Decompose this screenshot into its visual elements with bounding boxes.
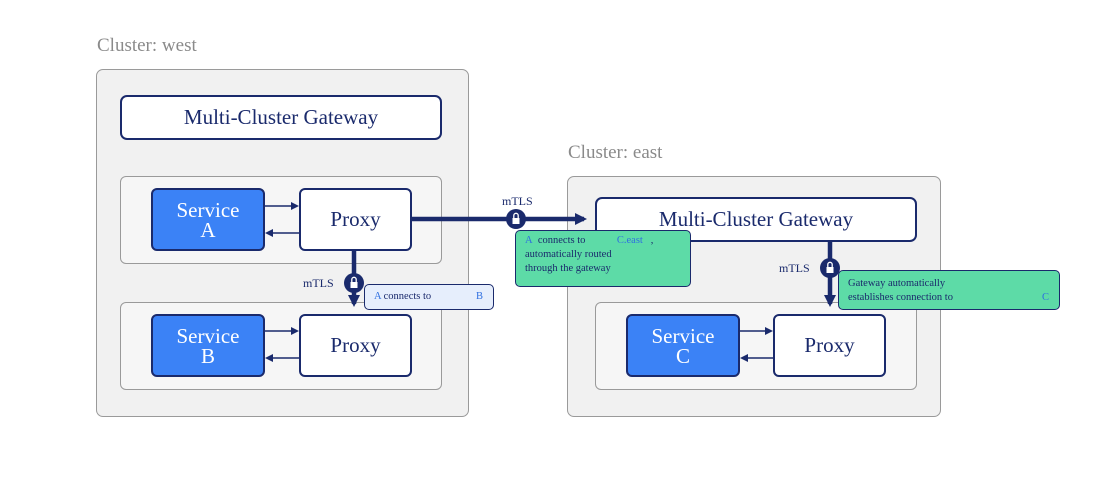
note-east-line1: Gateway automatically	[848, 278, 946, 289]
service-c-line1: Service	[651, 323, 715, 348]
lock-icon	[820, 258, 840, 278]
note-cross-line2: automatically routed	[525, 249, 612, 260]
note-cross-comma: ,	[650, 235, 654, 246]
service-b-line1: Service	[176, 323, 240, 348]
lock-icon	[506, 209, 526, 229]
cluster-west-label: Cluster: west	[97, 35, 197, 56]
service-a[interactable]: Service A	[151, 188, 265, 251]
cluster-east-label: Cluster: east	[568, 142, 663, 163]
service-c[interactable]: Service C	[626, 314, 740, 377]
note-west: A connects to B	[364, 284, 494, 310]
proxy-a[interactable]: Proxy	[299, 188, 412, 251]
service-b[interactable]: Service B	[151, 314, 265, 377]
note-cross-cluster: A connects to C.east , automatically rou…	[515, 230, 691, 287]
proxy-b[interactable]: Proxy	[299, 314, 412, 377]
mtls-label-east: mTLS	[779, 261, 810, 275]
service-a-line2: A	[200, 217, 216, 242]
lock-icon	[344, 273, 364, 293]
note-west-verb: connects to	[383, 291, 432, 302]
note-cross-verb: connects to	[537, 235, 586, 246]
note-east: Gateway automatically establishes connec…	[838, 270, 1060, 310]
west-gateway[interactable]: Multi-Cluster Gateway	[120, 95, 442, 140]
note-west-source: A	[374, 291, 382, 302]
note-west-target: B	[475, 291, 483, 302]
service-c-line2: C	[675, 343, 690, 368]
east-gateway[interactable]: Multi-Cluster Gateway	[595, 197, 917, 242]
note-east-target: C	[1041, 292, 1049, 303]
note-cross-line3: through the gateway	[525, 263, 611, 274]
proxy-c[interactable]: Proxy	[773, 314, 886, 377]
note-cross-source: A	[525, 235, 533, 246]
service-a-line1: Service	[176, 197, 240, 222]
mtls-label-west: mTLS	[303, 276, 334, 290]
mtls-label-cross: mTLS	[502, 194, 533, 208]
note-cross-target: C.east	[616, 235, 643, 246]
service-b-line2: B	[200, 343, 215, 368]
note-east-line2: establishes connection to	[848, 292, 953, 303]
